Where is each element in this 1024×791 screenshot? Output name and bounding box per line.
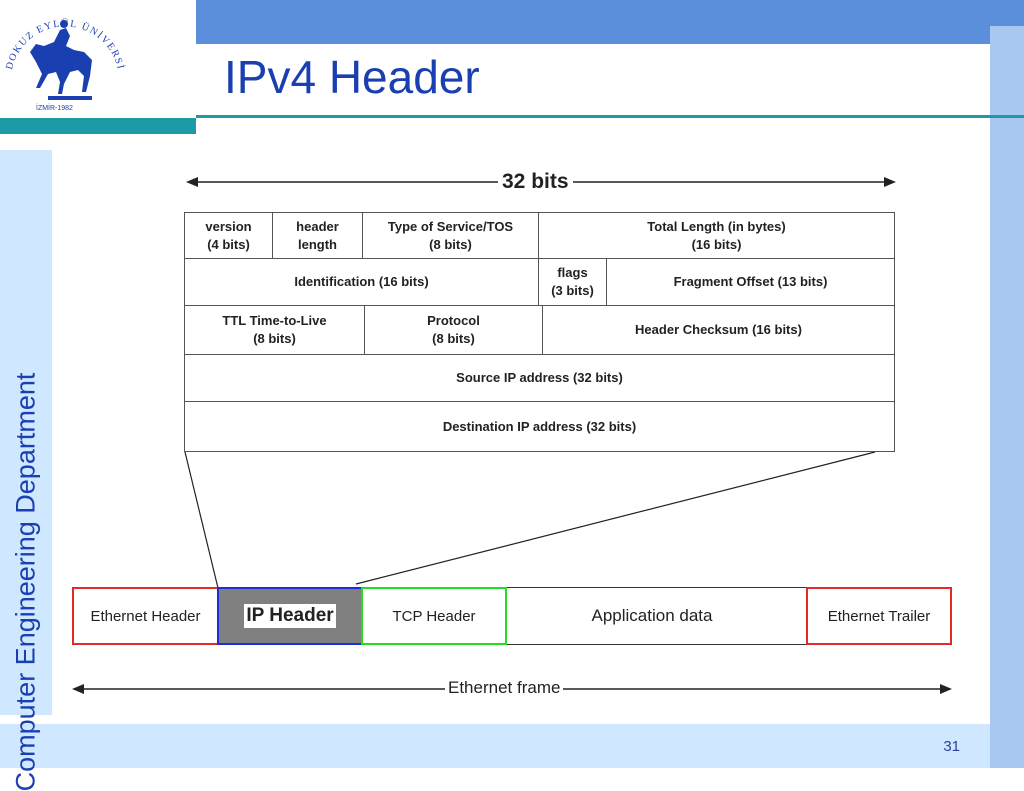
frame-arrow-left-head: [72, 684, 84, 694]
header-width-label: 32 bits: [498, 170, 573, 194]
field-flags: flags (3 bits): [538, 258, 607, 306]
title-rule: [196, 115, 1024, 118]
horse-rider-icon: [30, 20, 92, 100]
frame-segment-tcp-header: TCP Header: [361, 587, 507, 645]
department-label: Computer Engineering Department: [10, 372, 41, 791]
page-number: 31: [943, 738, 960, 755]
field-identification: Identification (16 bits): [184, 258, 539, 306]
logo-year-text: İZMİR-1982: [36, 103, 73, 112]
frame-segment-ethernet-header: Ethernet Header: [72, 587, 219, 645]
frame-arrow-right-head: [940, 684, 952, 694]
field-destination-ip: Destination IP address (32 bits): [184, 401, 895, 452]
field-source-ip: Source IP address (32 bits): [184, 354, 895, 402]
ethernet-frame-label: Ethernet frame: [445, 678, 564, 698]
field-ttl: TTL Time-to-Live (8 bits): [184, 305, 365, 355]
field-type-of-service: Type of Service/TOS (8 bits): [362, 212, 539, 259]
field-version: version (4 bits): [184, 212, 273, 259]
logo-accent-bar: [0, 118, 196, 134]
field-total-length: Total Length (in bytes) (16 bits): [538, 212, 895, 259]
left-panel: Computer Engineering Department: [0, 150, 52, 791]
university-logo: DOKUZ EYLÜL ÜNİVERSİTESİ İZMİR-1982: [0, 0, 196, 118]
slide-title: IPv4 Header: [224, 51, 480, 103]
field-header-checksum: Header Checksum (16 bits): [542, 305, 895, 355]
right-panel: [990, 26, 1024, 768]
frame-segment-ethernet-trailer: Ethernet Trailer: [806, 587, 952, 645]
field-header-length: header length: [272, 212, 363, 259]
application-data-label: Application data: [591, 606, 713, 625]
zoom-line-left: [184, 451, 219, 589]
ip-header-label: IP Header: [244, 604, 336, 628]
field-protocol: Protocol (8 bits): [364, 305, 543, 355]
width-arrow-left-head: [186, 177, 198, 187]
logo-seal-icon: DOKUZ EYLÜL ÜNİVERSİTESİ İZMİR-1982: [0, 0, 125, 112]
width-arrow-right-head: [884, 177, 896, 187]
bottom-band: [0, 724, 990, 768]
zoom-line-right: [355, 451, 876, 585]
frame-segment-ip-header: IP Header: [217, 587, 363, 645]
field-fragment-offset: Fragment Offset (13 bits): [606, 258, 895, 306]
